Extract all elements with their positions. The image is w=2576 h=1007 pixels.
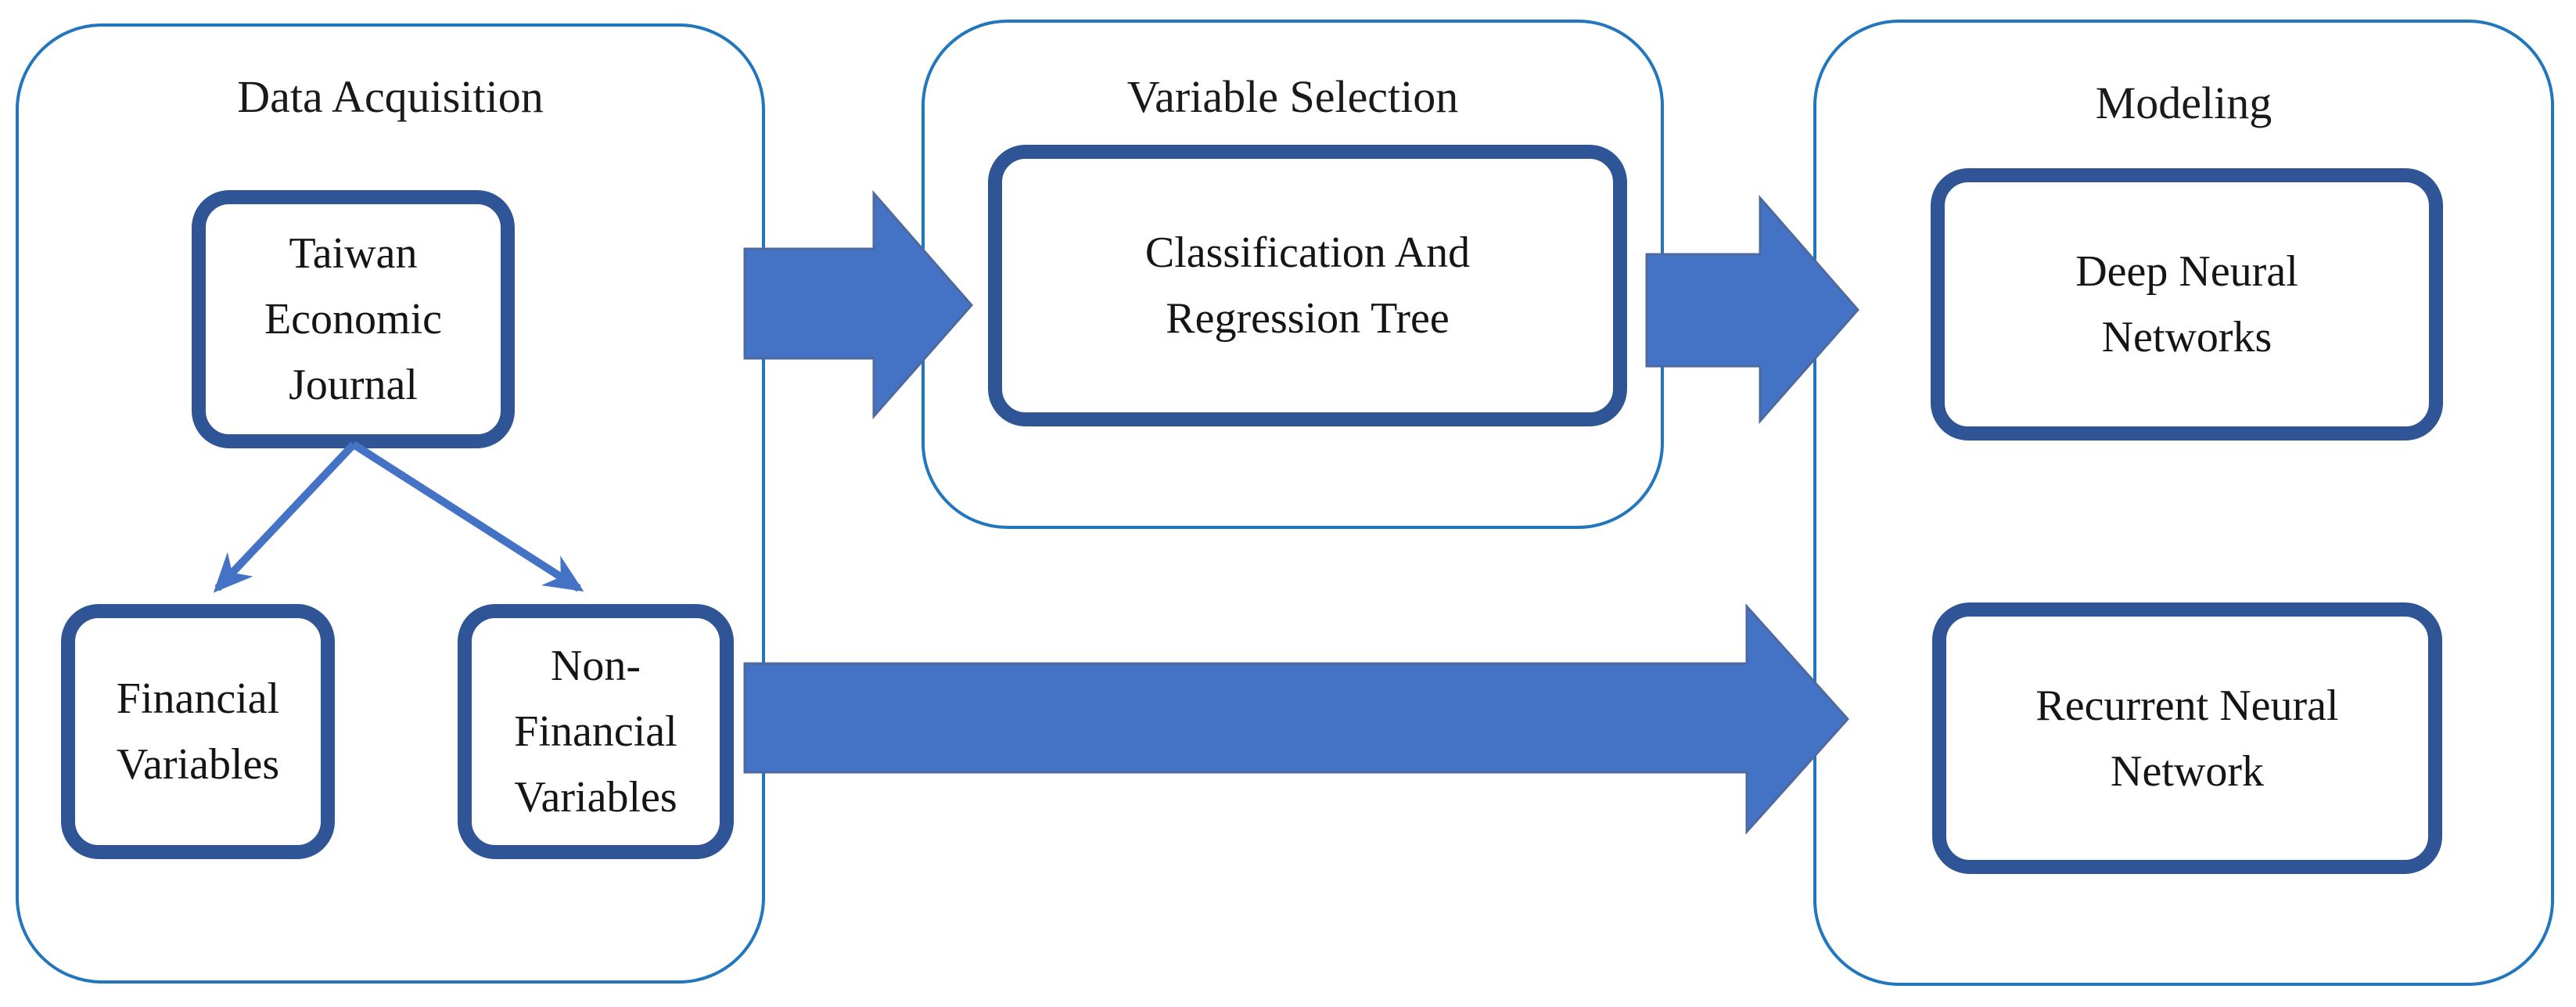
box-financial-variables-label: Financial Variables (116, 674, 280, 789)
box-non-financial-variables: Non- Financial Variables (458, 604, 734, 859)
panel-title-data-acquisition: Data Acquisition (237, 71, 544, 122)
box-financial-variables: Financial Variables (61, 604, 335, 859)
box-deep-neural-networks: Deep Neural Networks (1931, 168, 2443, 441)
box-taiwan-economic-journal-label: Taiwan Economic Journal (264, 229, 443, 409)
box-non-financial-variables-label: Non- Financial Variables (514, 642, 677, 822)
block-arrow-to-recurrent-network-icon (743, 603, 1850, 835)
panel-title-modeling: Modeling (2095, 77, 2272, 128)
box-classification-and-regression-tree-label: Classification And Regression Tree (1144, 228, 1471, 343)
box-recurrent-neural-network: Recurrent Neural Network (1932, 602, 2442, 874)
box-deep-neural-networks-label: Deep Neural Networks (2075, 247, 2298, 361)
box-recurrent-neural-network-label: Recurrent Neural Network (2035, 681, 2339, 796)
panel-title-variable-selection: Variable Selection (1126, 71, 1459, 122)
box-classification-and-regression-tree: Classification And Regression Tree (988, 145, 1627, 426)
box-taiwan-economic-journal: Taiwan Economic Journal (192, 190, 515, 448)
